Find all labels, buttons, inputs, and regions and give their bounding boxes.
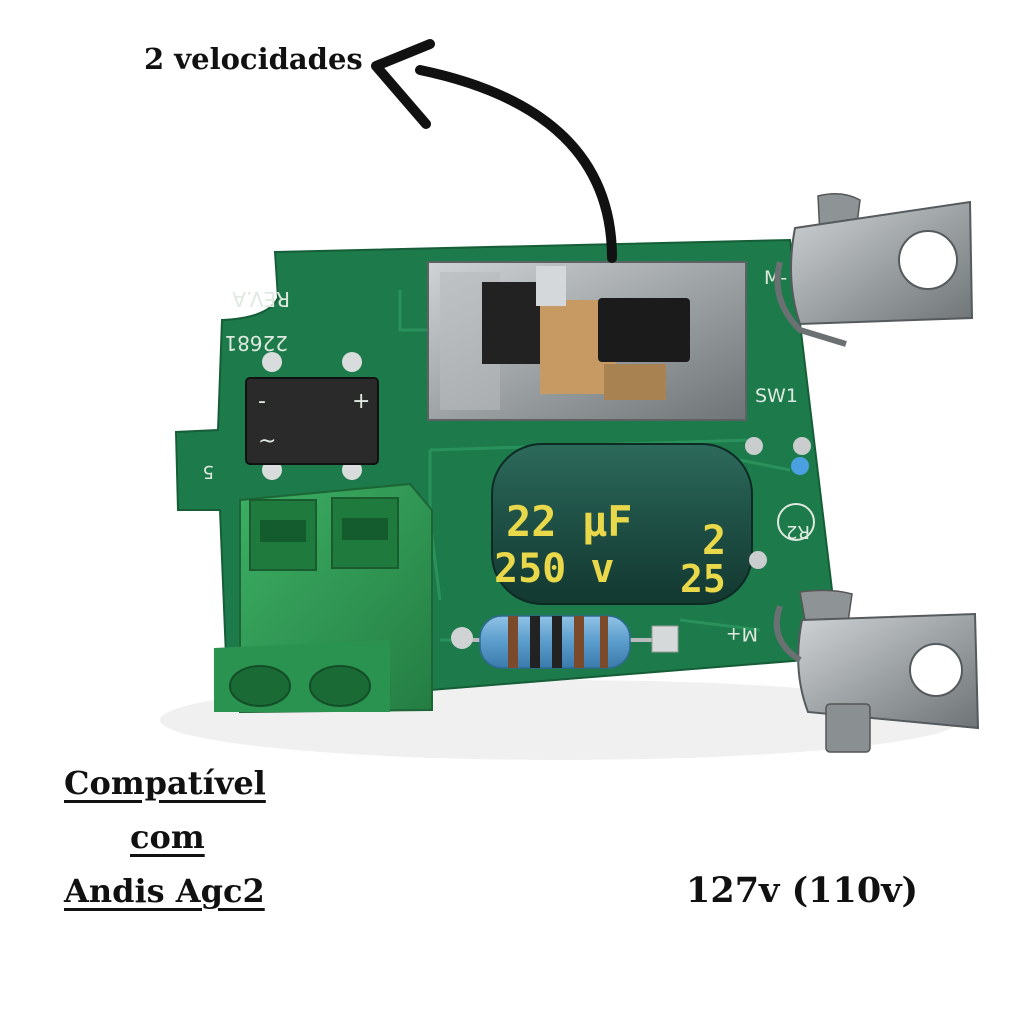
silk-motor-pos: M+ [726, 623, 758, 645]
bridge-rectifier: - + ~ [245, 352, 379, 480]
silk-terminal: 5 [203, 461, 214, 482]
silk-r2: R2 [786, 521, 810, 542]
slide-switch [427, 261, 747, 421]
silk-sw1: SW1 [755, 385, 798, 407]
slide-switch-knob [598, 298, 690, 362]
capacitor-side-bottom: 25 [680, 557, 726, 601]
bridge-ac-label: ~ [258, 429, 276, 454]
capacitor-voltage: 250 v [494, 546, 614, 592]
motor-bracket-bottom [773, 589, 980, 753]
electrolytic-capacitor: 22 µF 250 v 2 25 [491, 443, 753, 605]
arrow-label: 2 velocidades [144, 42, 363, 76]
pad [745, 437, 763, 455]
silk-r2-circle [777, 503, 815, 541]
silk-rev: REV.A [232, 287, 290, 311]
capacitor-side-top: 2 [702, 518, 726, 564]
motor-bracket-top [774, 193, 974, 347]
compat-line-3: Andis Agc2 [64, 872, 265, 910]
capacitor-capacitance: 22 µF [506, 497, 632, 546]
small-blue-component [791, 457, 809, 475]
compat-line-1: Compatível [64, 764, 266, 802]
bridge-plus-label: + [352, 389, 370, 414]
bracket-hole [898, 230, 958, 290]
arrow-head-icon [371, 39, 435, 129]
bridge-minus-label: - [258, 389, 266, 414]
voltage-label: 127v (110v) [686, 870, 919, 911]
compat-line-2: com [130, 818, 205, 856]
silk-part-number: 22681 [224, 331, 288, 355]
bracket-hole [909, 643, 963, 697]
annotation-arrow [371, 39, 617, 263]
pad [793, 437, 811, 455]
resistor [451, 615, 679, 669]
screw-terminal-block [214, 482, 433, 714]
pad [749, 551, 767, 569]
